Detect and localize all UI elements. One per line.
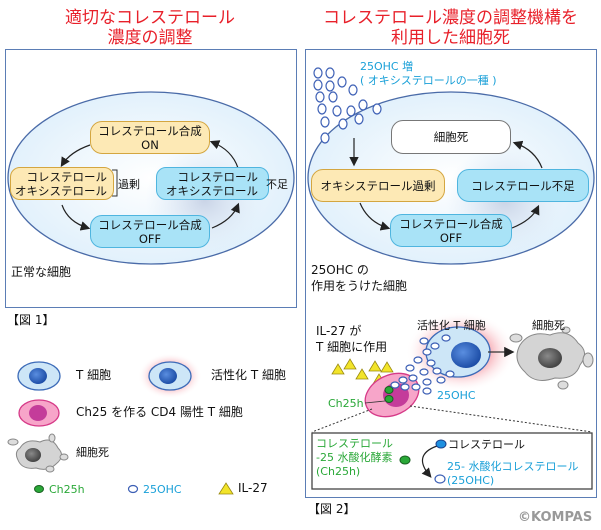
box-excess-line2: オキシステロール xyxy=(15,183,107,198)
legend-il27-label: IL-27 xyxy=(238,481,268,495)
box-synthesis-off-line1: コレステロール合成 xyxy=(98,217,202,232)
legend-oh25-dot xyxy=(127,484,139,494)
excess-label: 過剰 xyxy=(118,178,140,191)
activated-t-cell-label: 活性化 T 細胞 xyxy=(417,319,486,332)
legend-il27-triangle xyxy=(218,482,234,495)
box-oxysterol-excess-text: オキシステロール過剰 xyxy=(320,178,436,193)
excess-bracket xyxy=(112,169,118,197)
legend-cell-death-label: 細胞死 xyxy=(76,446,109,459)
enzyme-line1: コレステロール xyxy=(316,437,393,450)
figure2-title-line2: 利用した細胞死 xyxy=(391,28,510,48)
box-deficit-line1: コレステロール xyxy=(177,169,259,184)
ch25h-pointer xyxy=(364,400,386,404)
box-cell-death: 細胞死 xyxy=(391,120,511,154)
oh25-molecules-cluster xyxy=(313,67,382,144)
il27-acts-line1: IL-27 が xyxy=(316,324,362,338)
activated-t-cell-nucleus xyxy=(451,342,481,368)
figure1-title-line1: 適切なコレステロール xyxy=(65,8,235,28)
copyright: ©KOMPAS xyxy=(518,510,593,525)
box-synthesis-off-2-line2: OFF xyxy=(439,230,463,245)
box-excess-line1: コレステロール xyxy=(26,169,108,184)
box-synthesis-off-line2: OFF xyxy=(138,231,162,246)
ch25h-dot xyxy=(384,395,394,403)
reaction-box xyxy=(311,432,593,490)
zoom-line-left xyxy=(311,408,373,433)
il27-acts-label: IL-27 が T 細胞に作用 xyxy=(316,323,387,355)
box-synthesis-off-2: コレステロール合成 OFF xyxy=(390,214,512,247)
normal-cell-label: 正常な細胞 xyxy=(11,265,72,279)
dead-cell-graphic xyxy=(509,326,594,390)
box-synthesis-on-line2: ON xyxy=(141,137,159,152)
box-synthesis-on: コレステロール合成 ON xyxy=(90,121,210,154)
arrow-deficit-to-death xyxy=(512,140,543,169)
ch25h-dot xyxy=(384,386,394,394)
box-cell-death-text: 細胞死 xyxy=(433,130,469,144)
arrow-off-to-deficit-2 xyxy=(511,204,540,229)
cholesterol-dot xyxy=(435,439,447,449)
oh25-increase-line1: 25OHC 増 xyxy=(360,60,414,73)
enzyme-line2: -25 水酸化酵素 xyxy=(316,451,393,464)
box-deficit-line2: オキシステロール xyxy=(166,183,258,198)
arrow-oxy-to-off xyxy=(359,202,391,231)
box-cholesterol-deficit: コレステロール不足 xyxy=(457,169,589,202)
legend-t-cell-label: T 細胞 xyxy=(76,368,112,382)
figure2-title: コレステロール濃度の調整機構を 利用した細胞死 xyxy=(300,8,601,48)
figure1-title: 適切なコレステロール 濃度の調整 xyxy=(0,8,300,48)
hydroxy-line1: 25- 水酸化コレステロール xyxy=(447,460,579,473)
figure1-caption: 【図 1】 xyxy=(7,313,55,327)
legend-oh25-label: 25OHC xyxy=(143,483,182,496)
legend-t-cell-nucleus xyxy=(29,368,47,384)
legend-cd4-nucleus xyxy=(29,405,47,421)
arrow-deficit-to-on xyxy=(209,140,239,169)
figure2-title-line1: コレステロール濃度の調整機構を xyxy=(323,8,578,28)
figure2-panel xyxy=(305,49,597,498)
reaction-arrow xyxy=(421,445,438,478)
treated-cell-label: 25OHC の 作用をうけた細胞 xyxy=(311,262,407,294)
deficit-label: 不足 xyxy=(266,178,288,191)
legend-ch25h-dot xyxy=(34,485,44,493)
box-oxysterol-excess: オキシステロール過剰 xyxy=(311,169,445,202)
enzyme-line3: (Ch25h) xyxy=(316,465,361,478)
oh25-molecules-stream xyxy=(390,334,455,395)
cholesterol-label: コレステロール xyxy=(448,438,525,451)
treated-cell-label-line2: 作用をうけた細胞 xyxy=(311,279,408,293)
enzyme-dot xyxy=(399,455,411,465)
legend-cd4-cell-label: Ch25 を作る CD4 陽性 T 細胞 xyxy=(76,405,243,419)
oh25-dot xyxy=(434,474,446,484)
legend-dead-cell xyxy=(7,433,69,473)
box-synthesis-off-2-line1: コレステロール合成 xyxy=(399,216,503,231)
legend-activated-nucleus xyxy=(159,368,177,384)
hydroxy-label: 25- 水酸化コレステロール (25OHC) xyxy=(447,460,578,488)
oh25-increase-label: 25OHC 増 ( オキシステロールの一種 ) xyxy=(360,60,497,88)
arrow-off-to-deficit xyxy=(211,202,240,229)
arrow-on-to-excess xyxy=(60,144,91,168)
enzyme-label: コレステロール -25 水酸化酵素 (Ch25h) xyxy=(316,437,393,479)
legend-activated-t-cell-label: 活性化 T 細胞 xyxy=(211,368,286,382)
box-synthesis-off: コレステロール合成 OFF xyxy=(90,215,210,248)
figure1-title-line2: 濃度の調整 xyxy=(107,28,193,48)
box-synthesis-on-line1: コレステロール合成 xyxy=(98,123,202,138)
box-excess: コレステロール オキシステロール xyxy=(10,167,114,200)
oh25-increase-line2: ( オキシステロールの一種 ) xyxy=(360,74,497,87)
zoom-line-right xyxy=(409,405,593,433)
hydroxy-line2: (25OHC) xyxy=(447,474,495,487)
box-deficit: コレステロール オキシステロール xyxy=(156,167,269,200)
arrow-excess-to-off xyxy=(61,204,91,231)
treated-cell-label-line1: 25OHC の xyxy=(311,263,369,277)
cell-death-label: 細胞死 xyxy=(532,319,565,332)
il27-acts-line2: T 細胞に作用 xyxy=(316,340,388,354)
figure2-caption: 【図 2】 xyxy=(308,502,356,516)
box-cholesterol-deficit-text: コレステロール不足 xyxy=(471,178,575,193)
ch25h-label: Ch25h xyxy=(328,397,364,410)
oh25-label: 25OHC xyxy=(437,389,476,402)
legend-ch25h-label: Ch25h xyxy=(49,483,85,496)
